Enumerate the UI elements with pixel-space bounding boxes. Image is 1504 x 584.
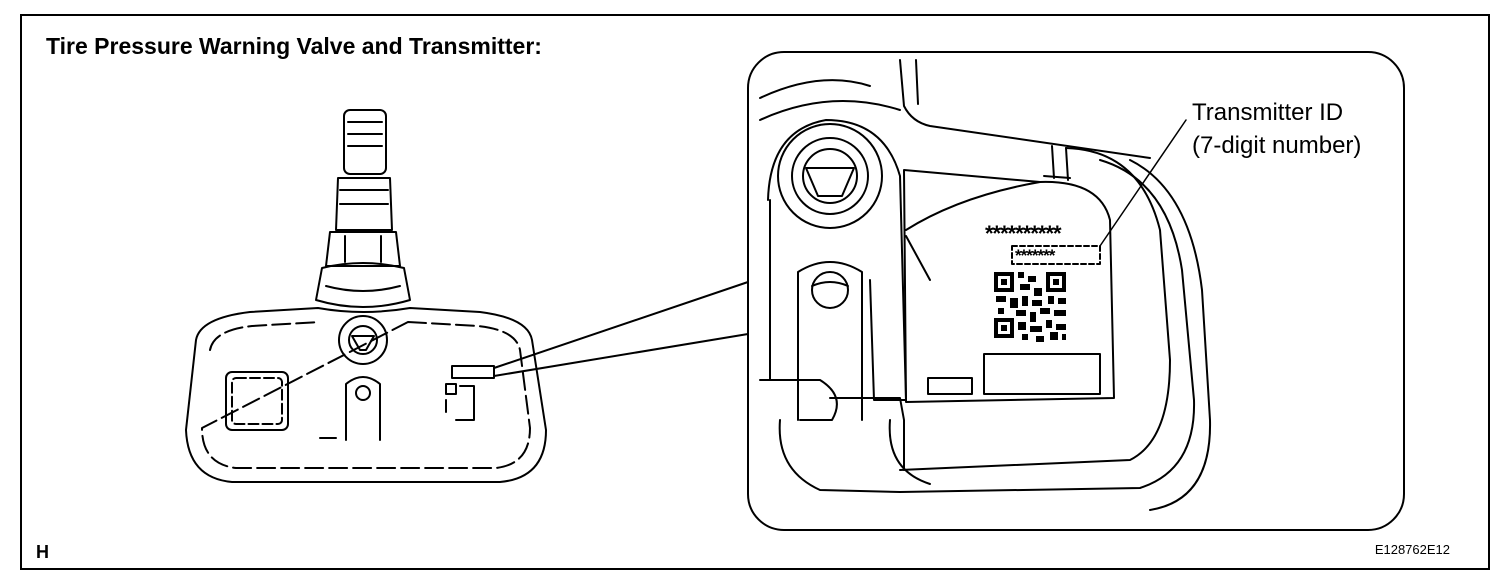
transmitter-body	[185, 307, 547, 483]
valve-cap	[343, 109, 387, 175]
detail-blank-label	[983, 353, 1101, 395]
detail-panel	[747, 51, 1405, 531]
detail-small-label	[927, 377, 973, 395]
detail-artwork	[759, 59, 1212, 511]
valve-stem	[335, 177, 393, 231]
qr-code	[994, 272, 1066, 342]
transmitter-id-callout: Transmitter ID (7-digit number)	[1192, 96, 1361, 162]
valve-nut	[325, 231, 401, 267]
figure-id: E128762E12	[1374, 542, 1450, 557]
transmitter-id-label	[451, 365, 495, 379]
transmitter-window	[225, 371, 289, 431]
transmitter-id-highlight	[1011, 245, 1101, 265]
valve-collar	[315, 262, 411, 308]
corner-code: H	[36, 542, 49, 562]
callout-leader-line	[1099, 119, 1187, 247]
callout-line-1: Transmitter ID	[1192, 99, 1344, 126]
valve-transmitter-overview	[185, 109, 547, 483]
diagram-title: Tire Pressure Warning Valve and Transmit…	[46, 33, 542, 59]
diagram-frame	[20, 14, 1490, 570]
callout-line-2: (7-digit number)	[1192, 132, 1362, 159]
transmitter-id-stars: *******	[1015, 246, 1055, 265]
zoom-line-top	[493, 281, 749, 369]
detail-hub	[777, 123, 883, 229]
zoom-line-bottom	[493, 333, 749, 377]
transmitter-serial-stars: **********	[985, 221, 1062, 246]
detail-plate	[903, 169, 1115, 403]
